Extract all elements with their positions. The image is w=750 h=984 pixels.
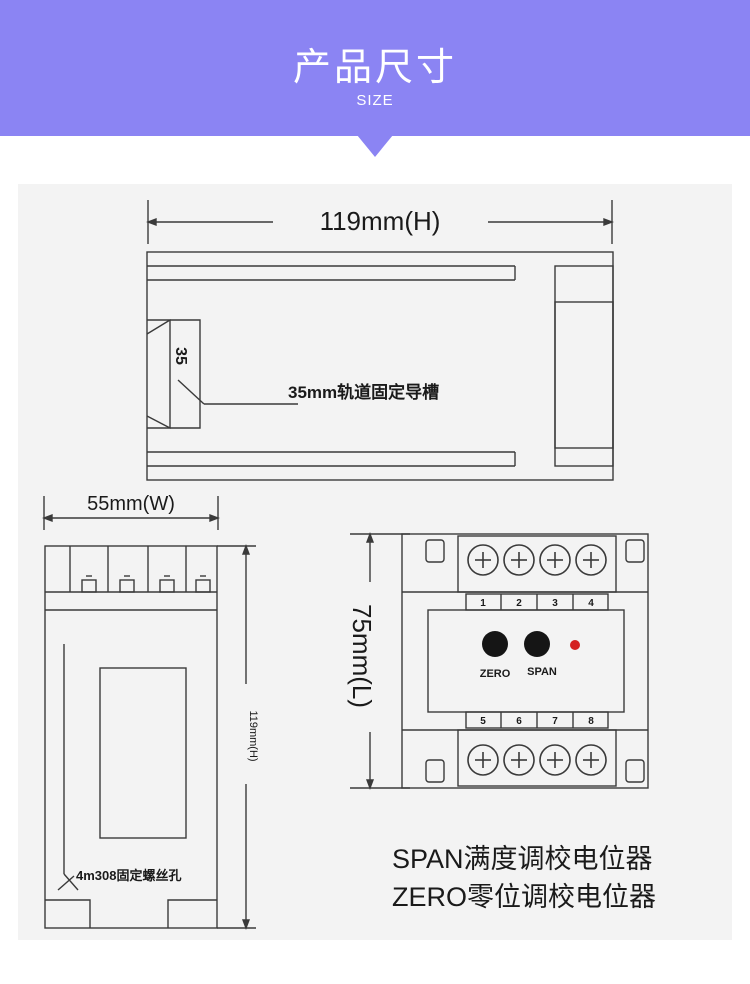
screw-head-5 — [467, 744, 499, 776]
rail-leader-diag — [177, 379, 205, 405]
side-screw-3 — [159, 579, 175, 593]
screw-leader-line — [57, 875, 75, 891]
screw-head-6 — [503, 744, 535, 776]
side-vdim-arrow-bottom — [241, 919, 251, 930]
corner-tab-tr — [625, 539, 645, 563]
corner-tab-br — [625, 759, 645, 783]
side-label-window — [99, 667, 187, 839]
side-screw-1 — [81, 579, 97, 593]
screw-head-4 — [575, 544, 607, 576]
front-length-dimension: 75mm(L) — [347, 604, 377, 708]
top-dim-arrow-left — [146, 217, 157, 227]
page-subtitle: SIZE — [356, 92, 394, 109]
terminal-number-1: 1 — [480, 598, 486, 609]
side-foot-left — [45, 899, 91, 928]
terminal-number-8: 8 — [588, 716, 594, 727]
corner-tab-tl — [425, 539, 445, 563]
screw-head-7 — [539, 744, 571, 776]
top-housing-outline — [146, 251, 614, 481]
rail-slot-inner — [147, 319, 171, 429]
rail-slot-outer — [170, 319, 201, 429]
top-height-dimension: 119mm(H) — [320, 206, 441, 236]
front-view — [350, 532, 649, 790]
zero-knob-label: ZERO — [480, 668, 511, 680]
side-dim-arrow-right — [209, 513, 220, 523]
screw-head-3 — [539, 544, 571, 576]
top-end-window — [554, 301, 614, 449]
screw-head-8 — [575, 744, 607, 776]
side-body-outline — [44, 545, 218, 929]
rail-slot-label: 35mm轨道固定导槽 — [288, 382, 439, 402]
front-center-panel — [427, 609, 625, 713]
front-dim-arrow-top — [365, 532, 375, 543]
top-view — [146, 200, 614, 481]
zero-potentiometer-knob — [482, 631, 508, 657]
side-screw-2 — [119, 579, 135, 593]
span-legend: SPAN满度调校电位器 — [392, 844, 653, 874]
screw-head-1 — [467, 544, 499, 576]
side-width-dimension: 55mm(W) — [87, 493, 175, 515]
rail-slot-bevel-top — [146, 319, 171, 335]
side-inner-chamfer — [63, 873, 79, 891]
side-dim-arrow-left — [42, 513, 53, 523]
span-potentiometer-knob — [524, 631, 550, 657]
front-top-terminal-block — [457, 535, 617, 593]
screw-hole-label: 4m308固定螺丝孔 — [76, 868, 181, 883]
terminal-number-6: 6 — [516, 716, 522, 727]
top-dim-arrow-right — [603, 217, 614, 227]
header-banner: 产品尺寸 SIZE — [0, 0, 750, 136]
top-end-block — [554, 265, 614, 467]
side-view — [42, 496, 256, 930]
dimension-drawing: 119mm(H) 35 35mm轨道固定导槽 55mm(W) 119mm(H) … — [42, 200, 656, 930]
front-dim-arrow-bottom — [365, 779, 375, 790]
page-title: 产品尺寸 — [292, 45, 457, 89]
side-screw-4 — [195, 579, 211, 593]
side-foot-right — [167, 899, 217, 928]
side-vdim-arrow-top — [241, 544, 251, 555]
terminal-number-7: 7 — [552, 716, 558, 727]
terminal-number-3: 3 — [552, 598, 558, 609]
banner-pointer — [357, 135, 393, 157]
screw-head-2 — [503, 544, 535, 576]
rail-slot-bevel-bottom — [146, 415, 171, 429]
dimension-drawing-card: 119mm(H) 35 35mm轨道固定导槽 55mm(W) 119mm(H) … — [18, 184, 732, 940]
side-height-dimension: 119mm(H) — [247, 710, 259, 761]
zero-legend: ZERO零位调校电位器 — [392, 882, 656, 912]
corner-tab-bl — [425, 759, 445, 783]
indicator-led — [570, 640, 580, 650]
span-knob-label: SPAN — [527, 666, 557, 678]
front-flange-outline — [401, 533, 649, 789]
terminal-number-2: 2 — [516, 598, 522, 609]
terminal-number-4: 4 — [588, 598, 594, 609]
front-bottom-terminal-block — [457, 729, 617, 787]
terminal-numbers: 1 2 3 4 5 6 7 8 — [480, 598, 594, 727]
rail-size-label: 35 — [172, 347, 189, 365]
front-screws — [467, 544, 607, 776]
terminal-number-5: 5 — [480, 716, 486, 727]
